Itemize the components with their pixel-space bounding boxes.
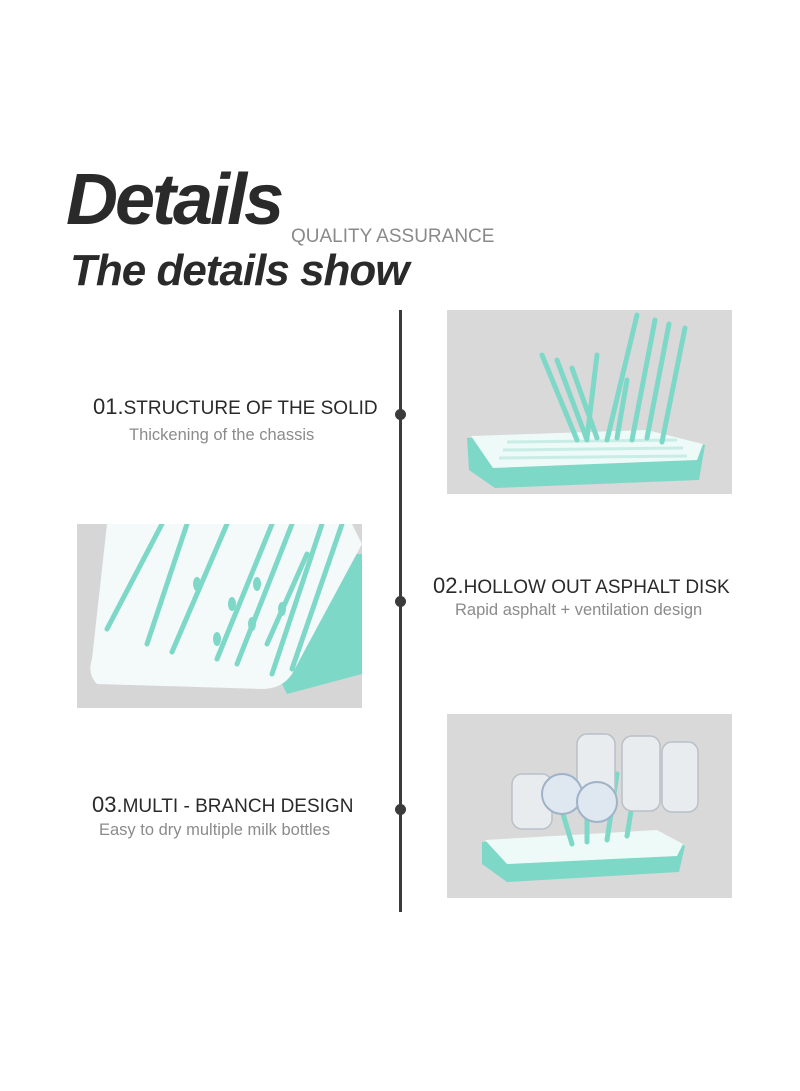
timeline-dot-3: [395, 804, 406, 815]
section-heading: The details show: [70, 246, 410, 295]
hollow-disk-illustration: [77, 524, 362, 708]
feature-3-desc: Easy to dry multiple milk bottles: [99, 821, 331, 839]
hollow-disk-photo: [77, 524, 362, 708]
quality-tag: QUALITY ASSURANCE: [291, 226, 495, 247]
feature-1-title: 01.STRUCTURE OF THE SOLID: [93, 394, 378, 420]
page-title: Details: [66, 160, 284, 240]
feature-2-number: 02.: [433, 573, 464, 598]
timeline-dot-2: [395, 596, 406, 607]
feature-1-desc: Thickening of the chassis: [129, 426, 315, 444]
bottles-on-rack-illustration: [447, 714, 732, 898]
feature-2-title: 02.HOLLOW OUT ASPHALT DISK: [433, 573, 730, 599]
rack-overview-photo: [447, 310, 732, 494]
feature-2-label: HOLLOW OUT ASPHALT DISK: [463, 577, 730, 598]
bottles-on-rack-photo: [447, 714, 732, 898]
feature-1-number: 01.: [93, 394, 124, 419]
timeline-line: [399, 310, 402, 912]
feature-3-number: 03.: [92, 792, 123, 817]
feature-2-desc: Rapid asphalt + ventilation design: [455, 601, 703, 619]
rack-overview-illustration: [447, 310, 732, 494]
feature-3-label: MULTI - BRANCH DESIGN: [122, 796, 354, 817]
timeline-dot-1: [395, 409, 406, 420]
feature-1-label: STRUCTURE OF THE SOLID: [123, 398, 378, 419]
feature-3-title: 03.MULTI - BRANCH DESIGN: [92, 792, 353, 818]
